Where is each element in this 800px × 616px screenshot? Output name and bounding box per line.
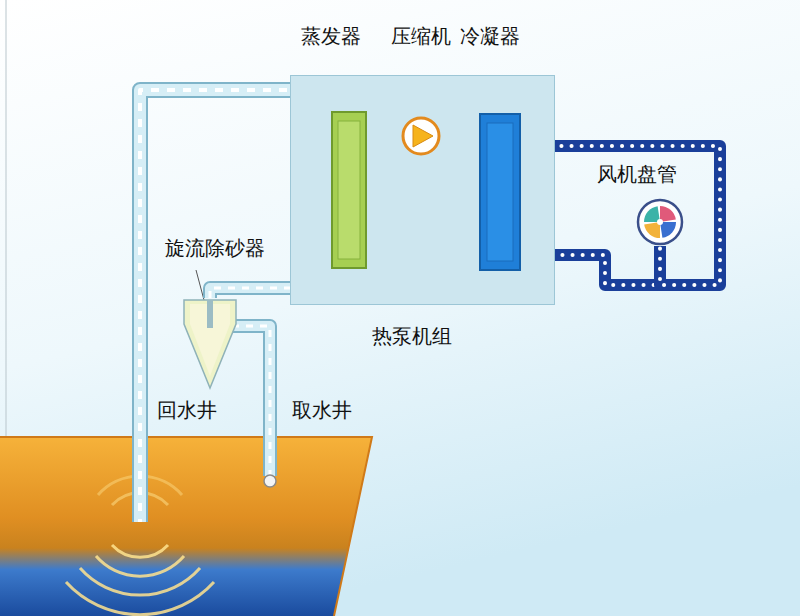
node-label: 压缩机 [389,24,453,48]
fan-coil-circle: 风机盘管 [636,198,684,246]
compressor-circle: 压缩机 [401,116,441,156]
node-label: 热泵机组 [370,324,454,348]
condenser-box: 冷凝器 [479,113,521,271]
fan-shape [636,198,684,246]
ground-layer [0,437,372,616]
leader-line [196,270,204,300]
cone-shape [182,298,238,390]
comp-shape [401,116,441,156]
node-label: 旋流除砂器 [163,236,267,260]
heat-pump-unit: 热泵机组蒸发器压缩机冷凝器 [290,75,555,305]
node-label: 冷凝器 [458,24,522,48]
node-label: 蒸发器 [299,24,363,48]
return-well-pipe [140,90,313,522]
evap-shape [331,111,367,269]
intake-well-pipe [232,326,276,487]
evaporator-box: 蒸发器 [331,111,367,269]
node-label: 风机盘管 [595,162,679,186]
sand-separator-cone: 旋流除砂器 [182,298,238,390]
cond-shape [479,113,521,271]
ground-edge [0,437,372,616]
well-label: 回水井 [155,398,219,422]
well-label: 取水井 [290,398,354,422]
